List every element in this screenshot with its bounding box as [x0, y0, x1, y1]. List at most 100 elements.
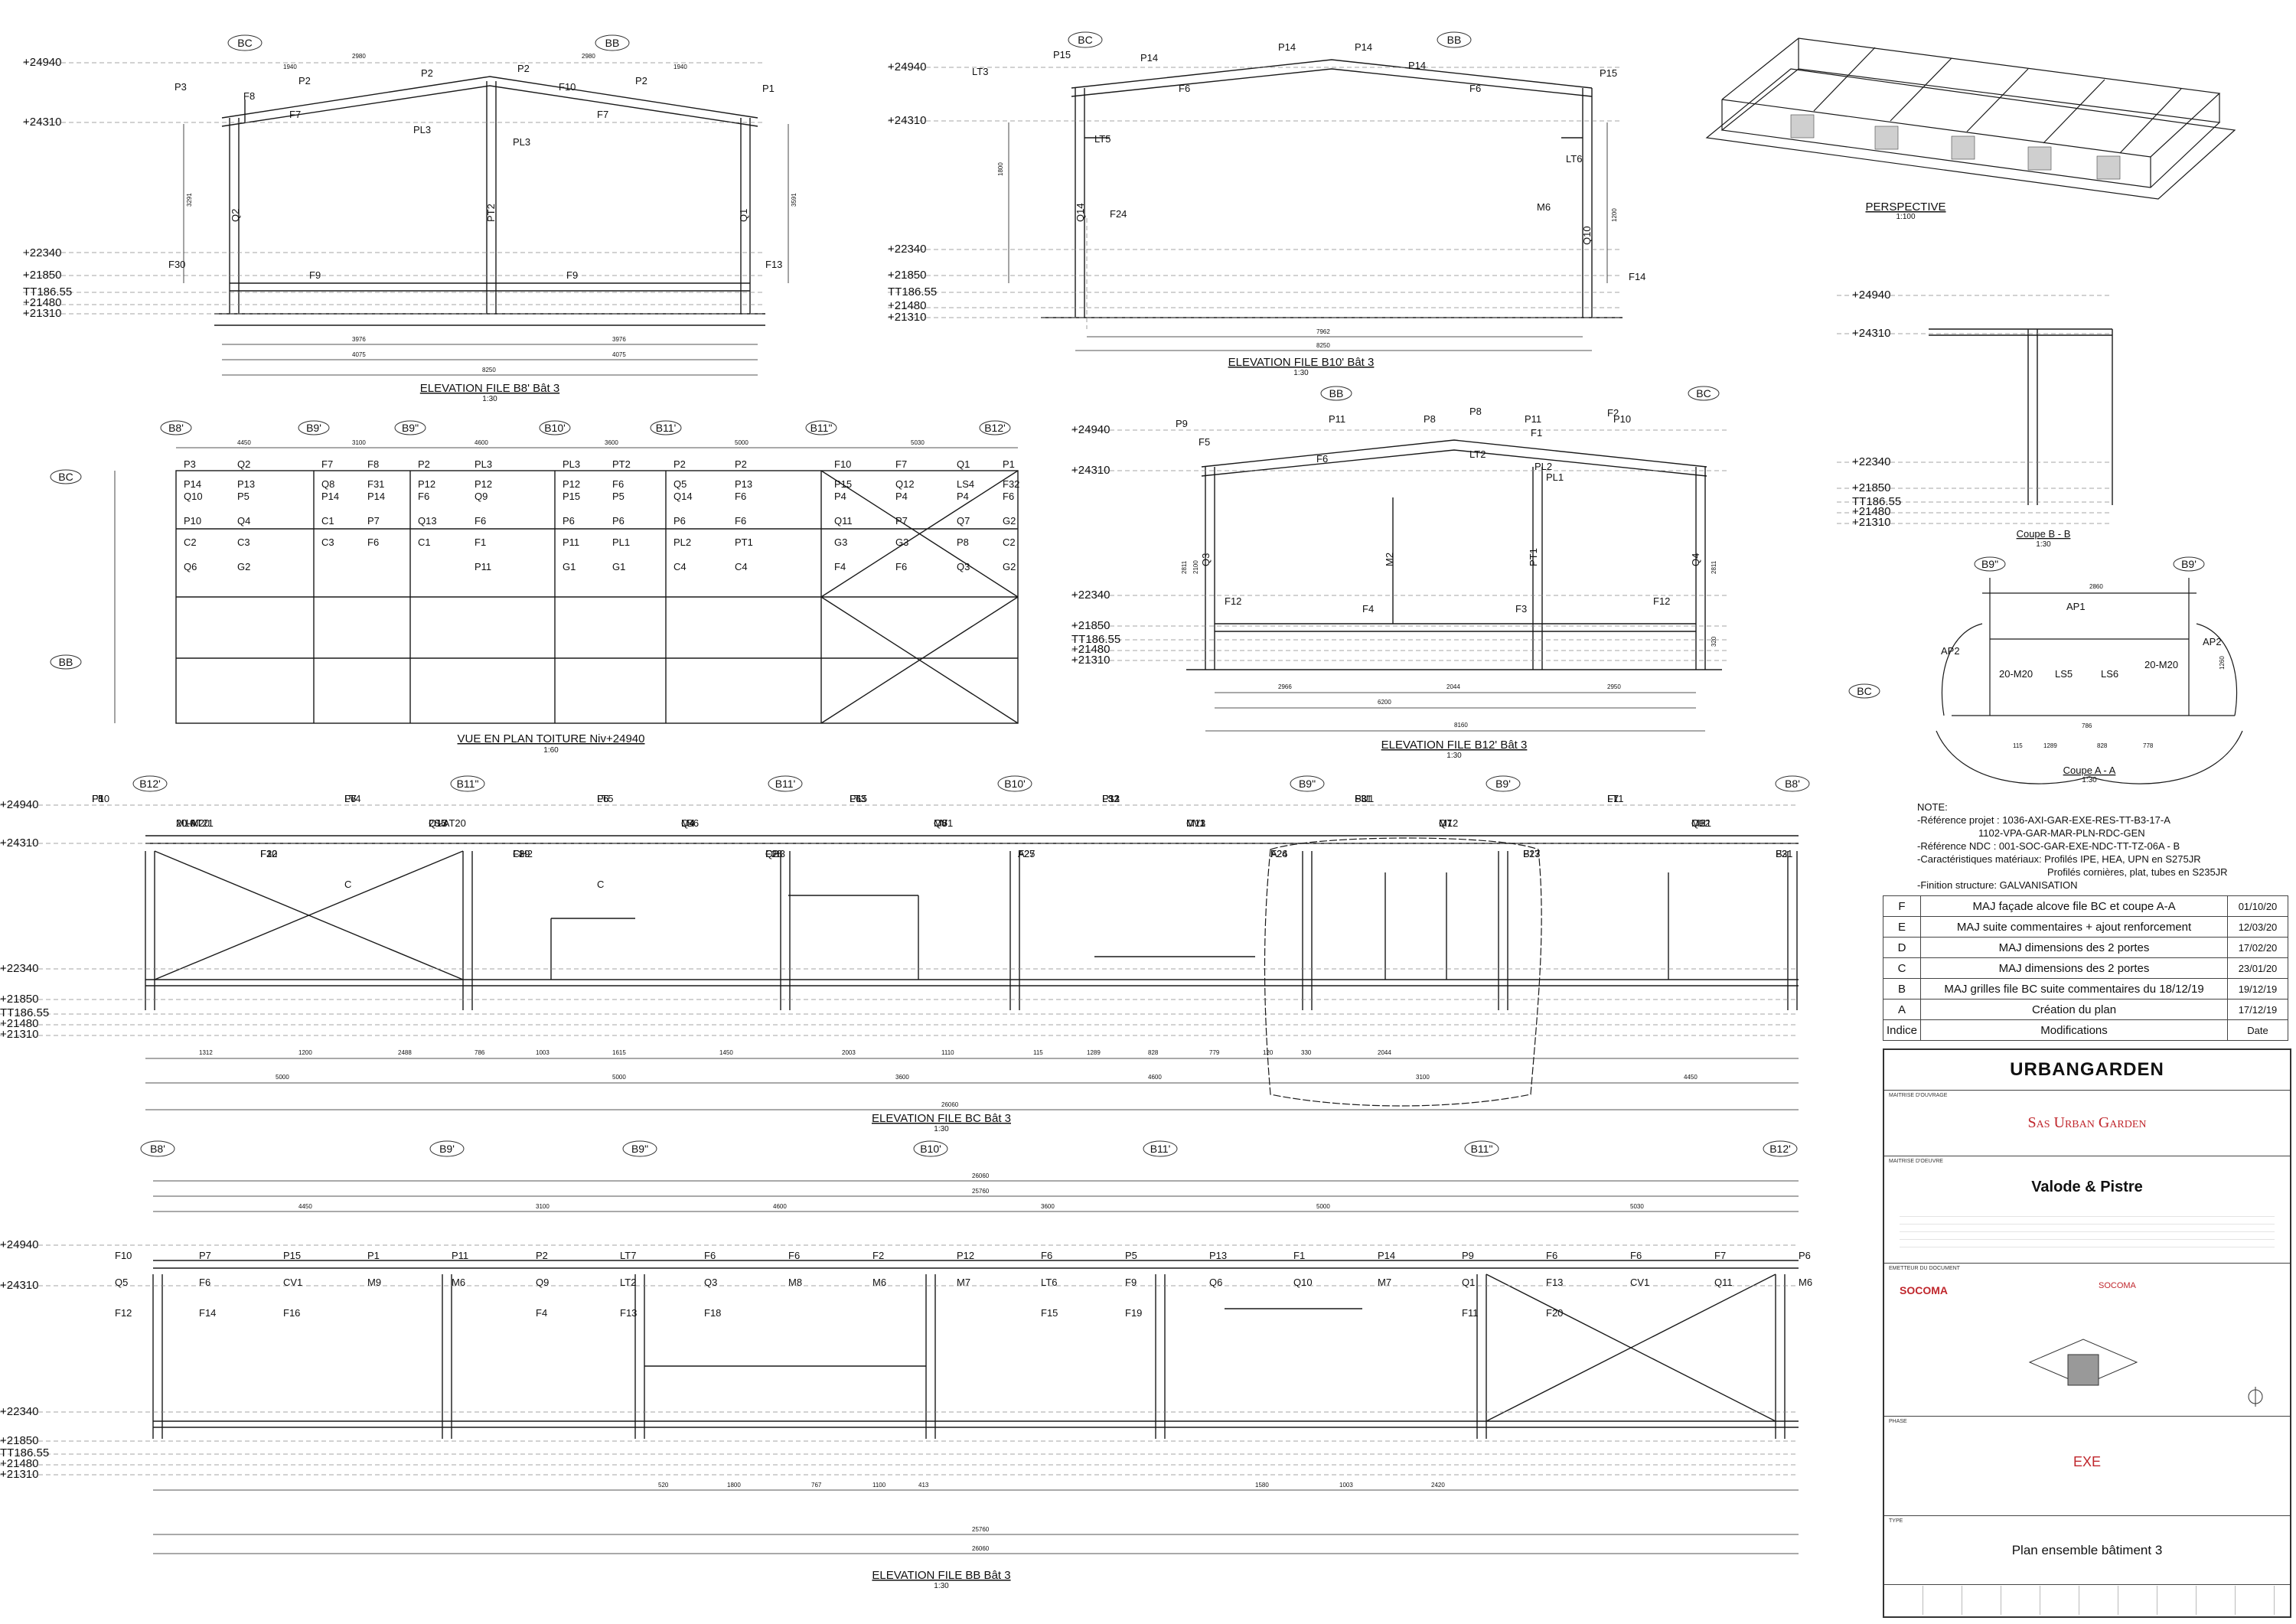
member-tag: G2 [1003, 515, 1016, 527]
dimension: 1003 [536, 1049, 550, 1056]
member-tag: F9 [309, 269, 321, 281]
revision-index: C [1882, 957, 1922, 979]
member-tag: F5 [92, 793, 103, 804]
architect-caption: MAITRISE D'OEUVRE [1889, 1159, 1943, 1164]
dimension: 5030 [911, 439, 925, 446]
architect-name: Valode & Pistre [2031, 1179, 2143, 1195]
member-tag: P2 [418, 458, 430, 470]
member-tag: Q3 [957, 561, 970, 572]
section-aa: B9" B9' BC AP1 AP2 AP2 20-M20 LS5 LS6 20… [1848, 556, 2243, 784]
member-tag: C [597, 879, 604, 890]
section-bb: +24940 +24310 +22340 +21850 TT186.55 +21… [1837, 289, 2113, 549]
dimension: 1615 [612, 1049, 626, 1056]
member-tag: F23 [1523, 848, 1540, 859]
member-tag: P13 [1102, 793, 1120, 804]
member-tag: CV1 [1630, 1277, 1649, 1288]
member-tag: F15 [1041, 1307, 1058, 1319]
dimension: 3591 [791, 193, 797, 207]
member-tag: F12 [115, 1307, 132, 1319]
grid-label: B12' [1769, 1143, 1791, 1155]
member-tag: B [1776, 848, 1782, 859]
member-tag: PT1 [735, 536, 753, 548]
member-tag: P2 [421, 67, 433, 79]
note-line: -Référence NDC : 001-SOC-GAR-EXE-NDC-TT-… [1917, 840, 2180, 852]
member-tag: LS5 [2055, 668, 2073, 680]
member-tag: P6 [673, 515, 686, 527]
dimension: 3291 [186, 193, 193, 207]
member-tag: F6 [199, 1277, 210, 1288]
member-tag: F9 [1125, 1277, 1137, 1288]
member-tag: Q7 [957, 515, 970, 527]
member-tag: P3 [1355, 793, 1367, 804]
dimension: 2044 [1446, 683, 1460, 690]
view-title: PERSPECTIVE [1865, 201, 1945, 214]
member-tag: P13 [735, 478, 752, 490]
member-tag: F6 [597, 793, 608, 804]
member-tag: G2 [237, 561, 250, 572]
member-tag: LS5 [429, 817, 446, 829]
level-label: +21480 [1071, 643, 1110, 656]
member-tag: M13 [1186, 817, 1205, 829]
dimension: 330 [1301, 1049, 1312, 1056]
revision-date: Date [2227, 1019, 2288, 1041]
perspective-view: PERSPECTIVE 1:100 [1705, 38, 2236, 221]
member-tag: F8 [367, 458, 379, 470]
member-tag: F10 [559, 81, 576, 93]
dimension: 778 [2143, 742, 2154, 749]
dimension: 1289 [1087, 1049, 1101, 1056]
note-line: -Référence projet : 1036-AXI-GAR-EXE-RES… [1917, 814, 2170, 826]
member-tag: F29 [513, 848, 530, 859]
member-tag: F25 [1018, 848, 1035, 859]
member-tag: F28 [765, 848, 782, 859]
view-scale: 1:30 [2082, 776, 2097, 784]
level-label: TT186.55 [0, 1006, 49, 1019]
member-tag: Q2 [230, 209, 241, 222]
member-tag: P12 [475, 478, 492, 490]
member-tag: F7 [1607, 793, 1619, 804]
member-tag: PT2 [612, 458, 631, 470]
dimension: 115 [1033, 1049, 1043, 1056]
level-label: +21480 [0, 1457, 38, 1470]
member-tag: Q4 [681, 817, 694, 829]
view-scale: 1:30 [482, 395, 497, 403]
elevation-bb: +24940 +24310 +22340 +21850 TT186.55 +21… [0, 1140, 1812, 1590]
contributors-list [1900, 1209, 2275, 1252]
member-tag: P4 [895, 491, 908, 502]
view-title: ELEVATION FILE B10' Bât 3 [1228, 356, 1375, 369]
member-tag: CV1 [934, 817, 953, 829]
member-tag: F22 [260, 848, 277, 859]
member-tag: C4 [735, 561, 748, 572]
dimension: 1003 [1339, 1482, 1353, 1489]
grid-bubble [450, 775, 485, 792]
dimension: 4075 [352, 351, 366, 358]
member-tag: Q10 [1581, 226, 1593, 245]
member-tag: P15 [1600, 67, 1617, 79]
revision-index: D [1882, 937, 1922, 958]
member-tag: P7 [367, 515, 380, 527]
member-tag: F5 [1199, 436, 1210, 448]
member-tag: G1 [612, 561, 625, 572]
owner-name: Sas Urban Garden [2027, 1114, 2147, 1131]
member-tag: C3 [321, 536, 334, 548]
member-tag: P14 [1378, 1250, 1395, 1261]
dimension: 1289 [2043, 742, 2057, 749]
member-tag: P3 [184, 458, 196, 470]
grid-label: BC [58, 471, 73, 483]
member-tag: Q2 [765, 848, 778, 859]
member-tag: F6 [1179, 83, 1190, 94]
dimension: 3600 [895, 1074, 909, 1081]
dimension: 2420 [1431, 1482, 1445, 1489]
member-tag: P11 [1525, 413, 1541, 425]
level-label: +21310 [1071, 654, 1110, 667]
level-label: +21850 [0, 1434, 38, 1447]
member-tag: P12 [563, 478, 580, 490]
level-label: +22340 [0, 962, 38, 975]
dimension: 8250 [1316, 342, 1330, 349]
grid-bubble [1775, 775, 1810, 792]
member-tag: PT2 [485, 204, 497, 222]
dimension: 3600 [605, 439, 618, 446]
member-tag: PL2 [673, 536, 691, 548]
member-tag: F6 [1546, 1250, 1557, 1261]
level-label: +24310 [1071, 464, 1110, 477]
